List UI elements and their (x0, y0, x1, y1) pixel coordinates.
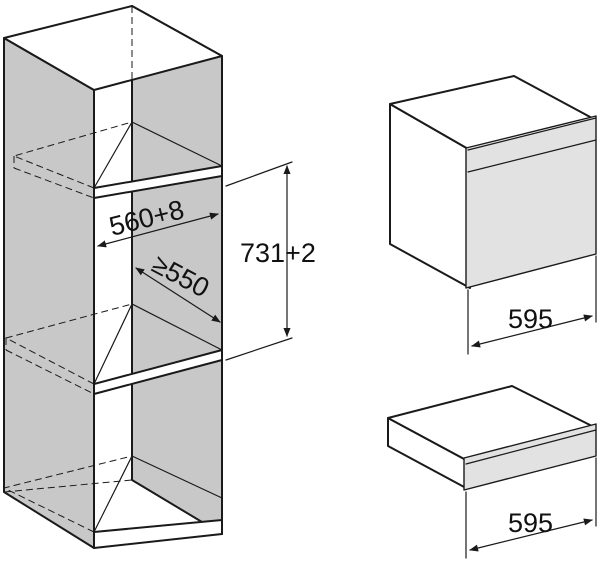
drawer-width-dimension: 595 (465, 457, 597, 559)
niche-depth-arrow (135, 267, 221, 323)
niche-height-label: 731+2 (240, 238, 316, 268)
middle-shelf (4, 303, 223, 395)
oven-width-dimension: 595 (467, 255, 597, 355)
drawer-appliance (387, 385, 597, 491)
oven-front-panel (465, 115, 597, 289)
oven-control-strip-line (467, 139, 597, 173)
cabinet-plinth (93, 519, 223, 549)
cabinet-left-side-panel (3, 37, 95, 549)
oven-width-arrow (471, 314, 593, 348)
niche-width-arrow (97, 212, 219, 248)
drawer-width-arrow (469, 518, 593, 552)
height-extension-top (225, 161, 293, 187)
upper-shelf (12, 121, 223, 199)
drawer-front-panel (463, 423, 597, 491)
oven-width-label: 595 (508, 304, 553, 334)
drawer-width-label: 595 (508, 508, 553, 538)
oven-appliance (389, 75, 597, 289)
height-extension-bottom (225, 337, 293, 361)
